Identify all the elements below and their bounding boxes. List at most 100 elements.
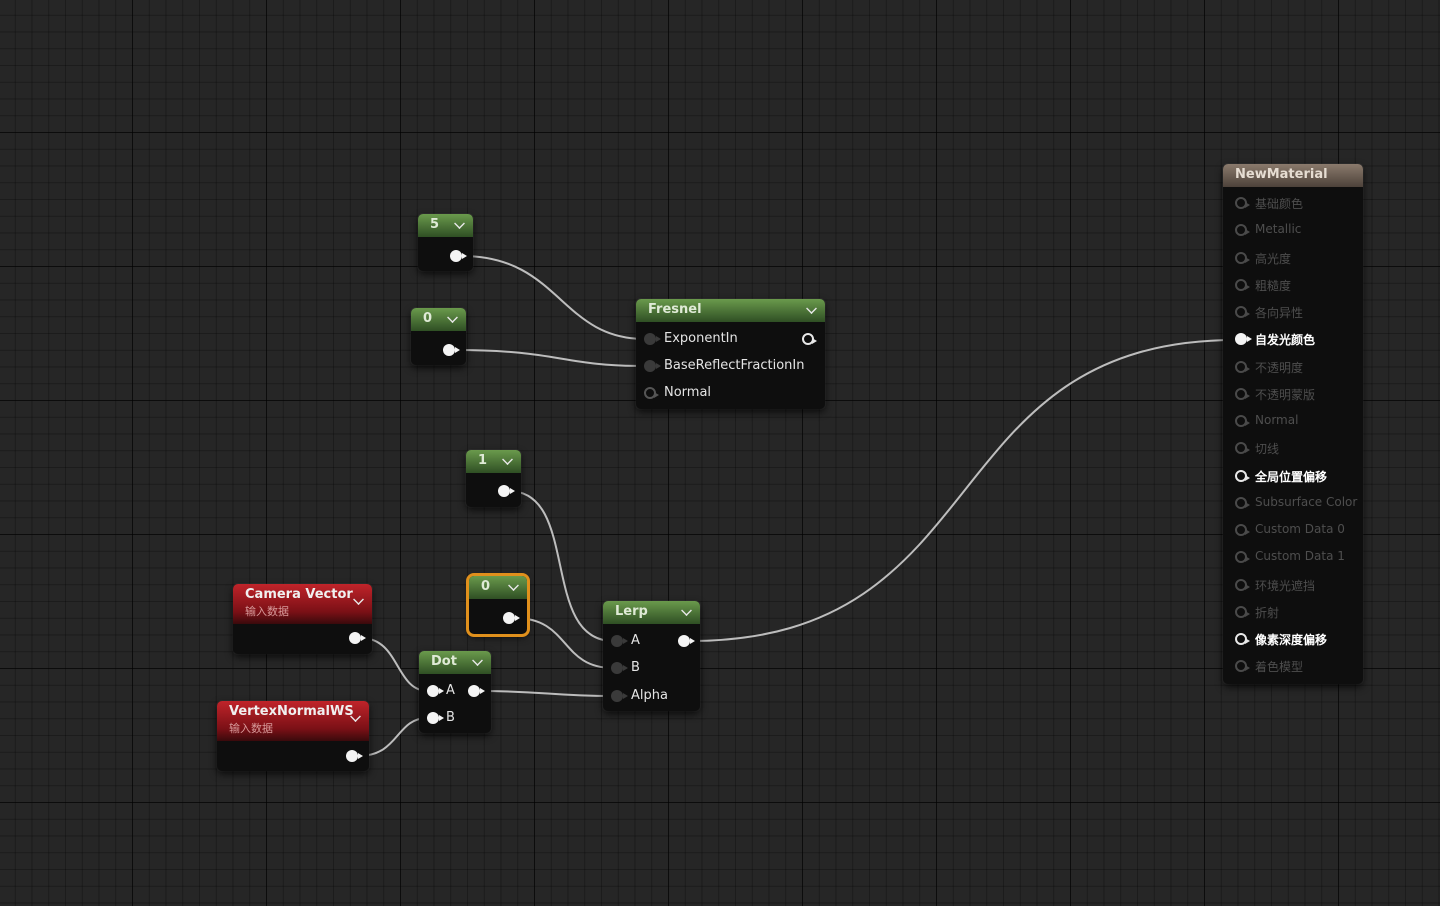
input-pin[interactable] [644, 360, 661, 372]
input-label: A [631, 633, 640, 648]
node-subtitle: 输入数据 [229, 722, 273, 735]
input-pin[interactable] [1235, 524, 1250, 536]
input-pin[interactable] [1235, 278, 1250, 291]
node-subtitle: 输入数据 [245, 605, 289, 618]
material-input-label: Metallic [1255, 222, 1302, 237]
node-title: NewMaterial [1235, 167, 1328, 182]
node-title: Fresnel [648, 302, 702, 317]
constant-value: 5 [430, 217, 440, 232]
chevron-down-icon[interactable] [454, 218, 465, 229]
material-input-label: Normal [1255, 413, 1299, 427]
constant-node[interactable]: 5 [418, 214, 473, 271]
input-pin[interactable] [1235, 442, 1250, 455]
output-pin[interactable] [678, 635, 695, 647]
material-header[interactable]: NewMaterial [1223, 164, 1363, 187]
lerp-header[interactable]: Lerp [603, 601, 700, 624]
input-label: Alpha [631, 688, 668, 703]
constant-value: 0 [423, 311, 433, 326]
vertex-normal-node[interactable]: VertexNormalWS 输入数据 [217, 701, 369, 771]
dot-header[interactable]: Dot [419, 651, 491, 674]
material-input-label: 像素深度偏移 [1255, 633, 1328, 647]
input-pin[interactable] [644, 387, 659, 399]
input-pin[interactable] [1235, 251, 1250, 264]
input-pin[interactable] [1235, 306, 1250, 318]
input-pin[interactable] [427, 712, 444, 724]
camera-vector-header[interactable]: Camera Vector 输入数据 [233, 584, 372, 624]
input-pin[interactable] [1235, 605, 1250, 618]
fresnel-header[interactable]: Fresnel [636, 299, 825, 322]
input-pin[interactable] [1235, 633, 1250, 645]
constant-node-selected[interactable]: 0 [469, 576, 527, 634]
dot-node[interactable]: Dot A B [419, 651, 491, 733]
node-title: Lerp [615, 604, 648, 619]
wire-0-to-basereflect [454, 349, 646, 367]
material-input-label: 环境光遮挡 [1255, 578, 1316, 593]
constant-header[interactable]: 5 [418, 214, 473, 237]
output-pin[interactable] [346, 750, 363, 762]
constant-header[interactable]: 0 [469, 576, 527, 599]
constant-header[interactable]: 0 [411, 308, 466, 331]
material-input-label: 全局位置偏移 [1255, 469, 1328, 484]
camera-vector-node[interactable]: Camera Vector 输入数据 [233, 584, 372, 654]
chevron-down-icon[interactable] [502, 454, 513, 465]
input-pin[interactable] [1235, 469, 1250, 482]
node-title: VertexNormalWS [229, 704, 354, 719]
output-pin[interactable] [498, 485, 515, 497]
constant-node[interactable]: 1 [466, 450, 521, 507]
chevron-down-icon[interactable] [447, 312, 458, 323]
input-pin[interactable] [1235, 660, 1250, 673]
input-pin[interactable] [1235, 551, 1250, 564]
material-input-label: 基础颜色 [1255, 197, 1304, 211]
input-pin[interactable] [1235, 415, 1250, 427]
node-title: Camera Vector [245, 587, 353, 602]
input-pin[interactable] [1235, 387, 1250, 400]
material-input-label: 不透明蒙版 [1255, 387, 1316, 402]
input-pin[interactable] [1235, 197, 1250, 209]
material-input-label: 不透明度 [1255, 360, 1304, 375]
chevron-down-icon[interactable] [508, 580, 519, 591]
constant-node[interactable]: 0 [411, 308, 466, 365]
material-input-label: Subsurface Color [1255, 494, 1358, 509]
material-input-label: 着色模型 [1255, 660, 1304, 675]
input-label: B [446, 710, 455, 725]
input-label: A [446, 683, 455, 698]
input-pin[interactable] [1235, 496, 1250, 509]
input-pin[interactable] [611, 662, 628, 674]
material-input-label: 折射 [1255, 605, 1280, 620]
output-pin[interactable] [443, 344, 460, 356]
output-pin[interactable] [468, 685, 485, 697]
input-pin[interactable] [611, 690, 628, 702]
input-pin[interactable] [1235, 224, 1250, 237]
constant-header[interactable]: 1 [466, 450, 521, 473]
node-title: Dot [431, 654, 457, 669]
chevron-down-icon[interactable] [806, 303, 817, 314]
constant-value: 0 [481, 579, 491, 594]
wire-dot-to-lerp-alpha [479, 690, 614, 697]
output-pin[interactable] [450, 250, 467, 262]
material-input-label: 切线 [1255, 442, 1280, 457]
input-pin[interactable] [611, 635, 628, 647]
wire-5-to-exponent [461, 255, 646, 340]
material-input-label: 高光度 [1255, 251, 1292, 266]
material-input-label: 自发光颜色 [1255, 333, 1316, 348]
chevron-down-icon[interactable] [472, 655, 483, 666]
fresnel-node[interactable]: Fresnel ExponentIn BaseReflectFractionIn… [636, 299, 825, 409]
output-pin[interactable] [349, 632, 366, 644]
input-label: Normal [664, 385, 712, 400]
input-pin[interactable] [1235, 333, 1252, 346]
output-pin[interactable] [802, 333, 817, 345]
input-pin[interactable] [1235, 578, 1250, 591]
input-label: ExponentIn [664, 331, 738, 346]
constant-value: 1 [478, 453, 488, 468]
lerp-node[interactable]: Lerp A B Alpha [603, 601, 700, 711]
input-pin[interactable] [1235, 360, 1250, 373]
vertex-normal-header[interactable]: VertexNormalWS 输入数据 [217, 701, 369, 741]
input-label: B [631, 660, 640, 675]
output-pin[interactable] [503, 612, 520, 624]
input-pin[interactable] [427, 685, 444, 697]
material-input-label: 粗糙度 [1255, 278, 1292, 293]
input-pin[interactable] [644, 333, 661, 345]
chevron-down-icon[interactable] [681, 605, 692, 616]
